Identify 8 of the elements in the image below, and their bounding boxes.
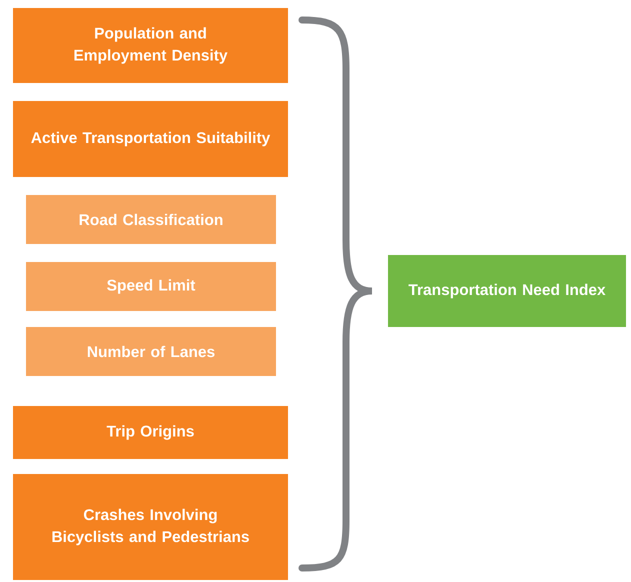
sub-factor-box: Speed Limit	[26, 262, 276, 311]
factor-box: Crashes Involving Bicyclists and Pedestrians	[13, 474, 288, 580]
sub-factor-box: Number of Lanes	[26, 327, 276, 376]
factor-box: Trip Origins	[13, 406, 288, 459]
sub-factor-box: Road Classification	[26, 195, 276, 244]
factor-box: Population and Employment Density	[13, 8, 288, 83]
index-box: Transportation Need Index	[388, 255, 626, 327]
factor-box: Active Transportation Suitability	[13, 101, 288, 177]
